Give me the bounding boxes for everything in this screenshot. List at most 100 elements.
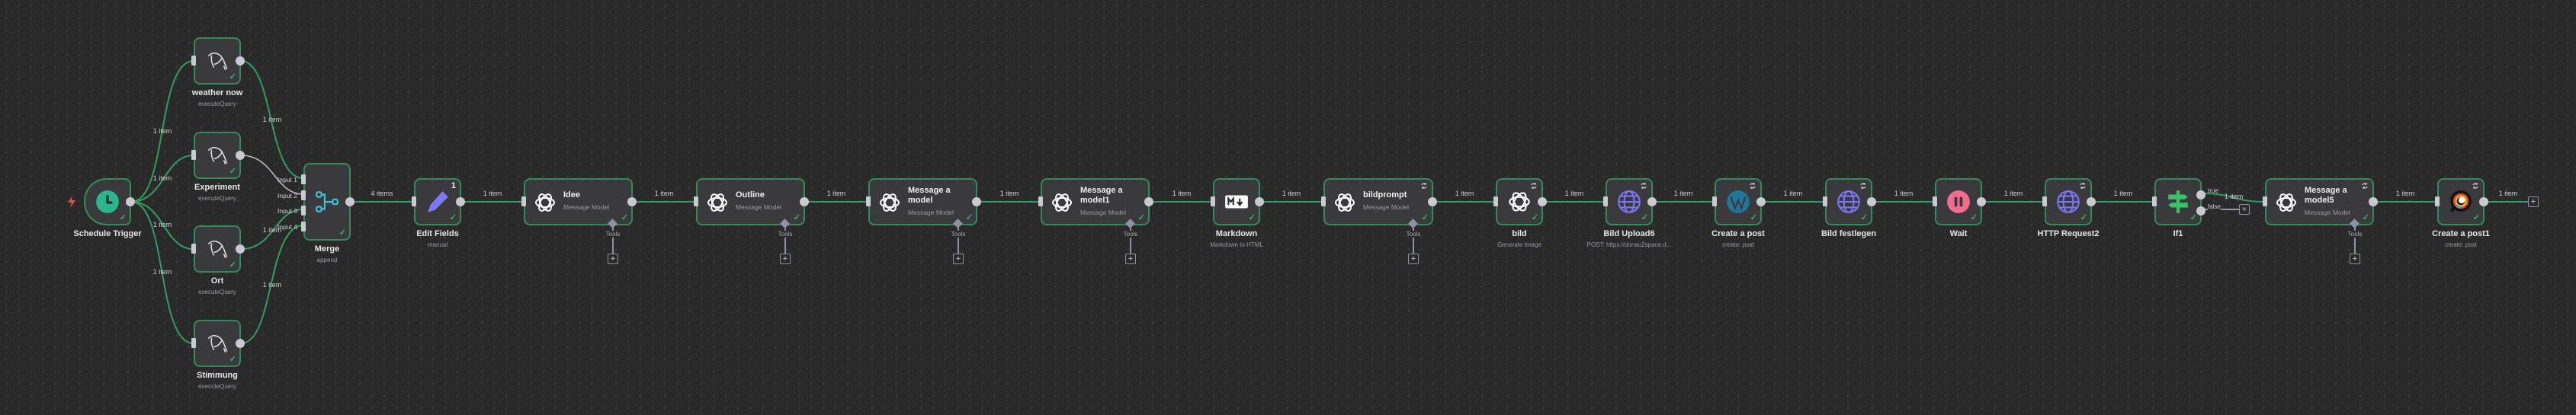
output-handle[interactable] [126,197,135,206]
input-handle[interactable] [191,244,196,254]
input-handle[interactable] [412,196,416,206]
openai-icon [877,190,902,215]
add-node-button[interactable]: + [2528,196,2539,207]
input-handle[interactable] [2263,196,2267,206]
output-handle[interactable] [1647,197,1657,206]
output-handle[interactable] [2479,197,2488,206]
input-label: Input 3 [277,207,297,215]
edge-label: 1 item [262,116,282,123]
node-name: bild [1512,229,1527,238]
output-handle[interactable] [236,151,245,160]
success-check-icon: ✓ [1750,213,1757,222]
output-handle[interactable] [456,197,465,206]
pinned-count-badge: 1 [451,181,456,190]
output-handle[interactable] [800,197,809,206]
add-tool-button[interactable]: + [780,254,791,264]
output-handle-true[interactable] [2196,190,2205,200]
output-handle[interactable] [1428,197,1437,206]
input-handle[interactable] [1933,196,1937,206]
node-subtitle: executeQuery [198,383,236,390]
output-handle[interactable] [2087,197,2096,206]
edge-label: 1 item [483,190,502,197]
add-tool-button[interactable]: + [1408,254,1419,264]
success-check-icon: ✓ [1860,213,1868,222]
input-handle-1[interactable] [301,174,306,184]
output-handle[interactable] [1255,197,1264,206]
input-handle[interactable] [2042,196,2047,206]
output-handle[interactable] [2369,197,2378,206]
edge-label: 1 item [2498,190,2518,197]
input-handle[interactable] [191,56,196,65]
edge-label: 1 item [152,127,172,135]
add-node-false-button[interactable]: + [2239,204,2250,215]
mysql-icon [204,48,230,74]
input-handle[interactable] [191,338,196,348]
add-tool-button[interactable]: + [608,254,618,264]
input-handle[interactable] [1603,196,1608,206]
output-handle[interactable] [1977,197,1986,206]
node-subtitle: Markdown to HTML [1210,241,1263,248]
input-handle-4[interactable] [301,222,306,231]
tools-connector[interactable]: Tools+ [951,219,966,267]
tools-connector[interactable]: Tools+ [605,219,621,267]
input-handle-2[interactable] [301,190,306,200]
output-handle[interactable] [972,197,981,206]
input-handle[interactable] [866,196,871,206]
input-handle[interactable] [1321,196,1326,206]
add-tool-button[interactable]: + [2350,254,2360,264]
output-handle-false[interactable] [2196,206,2205,215]
edge-label: 1 item [152,268,172,276]
connection [130,201,194,250]
input-handle[interactable] [1038,196,1043,206]
node-subtitle: Message Model [736,203,782,211]
output-handle[interactable] [1867,197,1876,206]
output-handle[interactable] [1756,197,1766,206]
node-if1[interactable]: ✓ true false If1 [2152,178,2221,238]
tools-connector[interactable]: Tools+ [1406,219,1421,267]
node-bild-festlegen[interactable]: ✓ Bild festlegen [1821,178,1876,238]
node-http-request2[interactable]: ✓ HTTP Request2 [2037,178,2100,238]
output-handle[interactable] [345,197,354,206]
input-handle[interactable] [1712,196,1717,206]
output-handle[interactable] [1538,197,1547,206]
input-handle-3[interactable] [301,206,306,215]
input-handle[interactable] [521,196,526,206]
tools-connector[interactable]: Tools+ [1123,219,1138,267]
input-handle[interactable] [2435,196,2440,206]
output-handle[interactable] [236,56,245,65]
input-handle[interactable] [1823,196,1827,206]
tools-connector[interactable]: Tools+ [2347,219,2363,267]
input-handle[interactable] [191,150,196,160]
tools-connector[interactable]: Tools+ [778,219,793,267]
node-wait[interactable]: ✓ Wait [1933,178,1986,238]
add-tool-button[interactable]: + [1125,254,1136,264]
add-tool-button[interactable]: + [953,254,964,264]
input-handle[interactable] [694,196,698,206]
output-handle[interactable] [236,244,245,254]
output-handle[interactable] [627,197,637,206]
input-handle[interactable] [2152,196,2157,206]
input-handle[interactable] [1493,196,1498,206]
input-handle[interactable] [1211,196,1215,206]
node-schedule-trigger[interactable]: ✓ Schedule Trigger [73,178,142,238]
node-name: Bild Upload6 [1603,229,1655,238]
output-handle[interactable] [1144,197,1153,206]
output-handle[interactable] [236,339,245,348]
